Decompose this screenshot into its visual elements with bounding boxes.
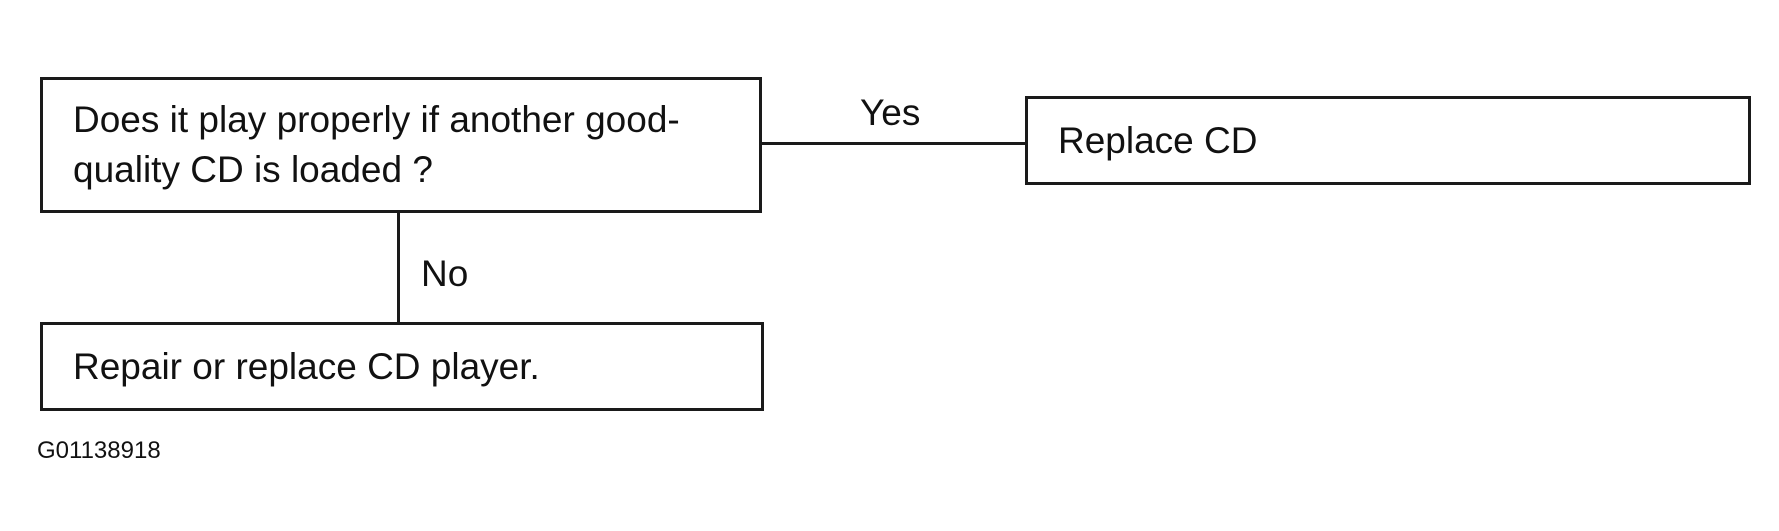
yes-connector-line [762,142,1025,145]
figure-id: G01138918 [37,437,161,464]
replace-cd-box: Replace CD [1025,96,1751,185]
repair-player-text: Repair or replace CD player. [73,345,540,387]
replace-cd-text: Replace CD [1058,119,1258,161]
no-label: No [421,253,469,294]
repair-player-box: Repair or replace CD player. [40,322,764,411]
question-box: Does it play properly if another good-qu… [40,77,762,213]
question-text: Does it play properly if another good-qu… [73,99,680,190]
yes-label: Yes [860,92,921,133]
no-connector-line [397,213,400,322]
